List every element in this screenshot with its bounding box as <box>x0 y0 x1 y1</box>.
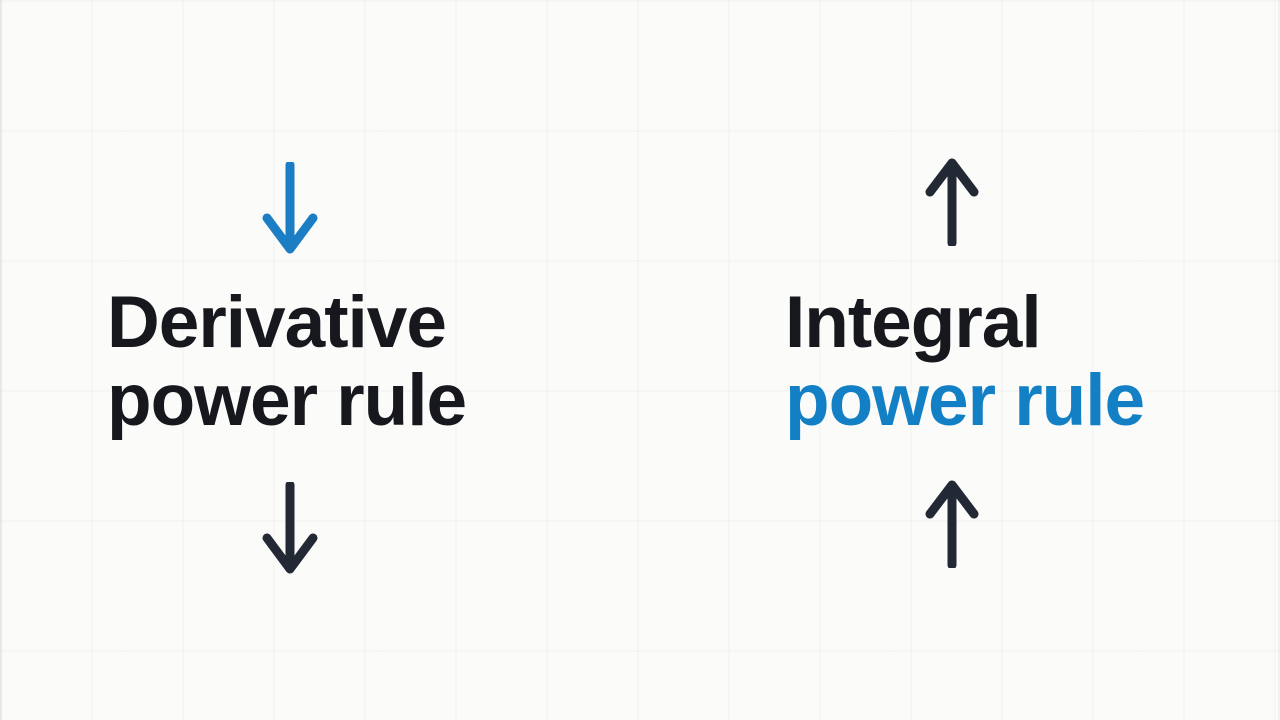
derivative-title-line2: power rule <box>107 360 467 441</box>
derivative-title: Derivative power rule <box>107 282 467 441</box>
arrow-head <box>262 533 318 574</box>
arrow-up-icon <box>925 480 979 568</box>
arrow-head <box>262 213 318 254</box>
arrow-down-icon <box>262 482 318 574</box>
arrow-up-icon <box>925 158 979 246</box>
arrow-down-icon <box>262 162 318 254</box>
integral-title-line1: Integral <box>785 282 1042 363</box>
integral-title: Integral power rule <box>785 282 1145 441</box>
integral-title-line2: power rule <box>785 360 1145 441</box>
derivative-title-line1: Derivative <box>107 282 447 363</box>
arrow-head <box>925 480 979 519</box>
arrow-head <box>925 158 979 197</box>
